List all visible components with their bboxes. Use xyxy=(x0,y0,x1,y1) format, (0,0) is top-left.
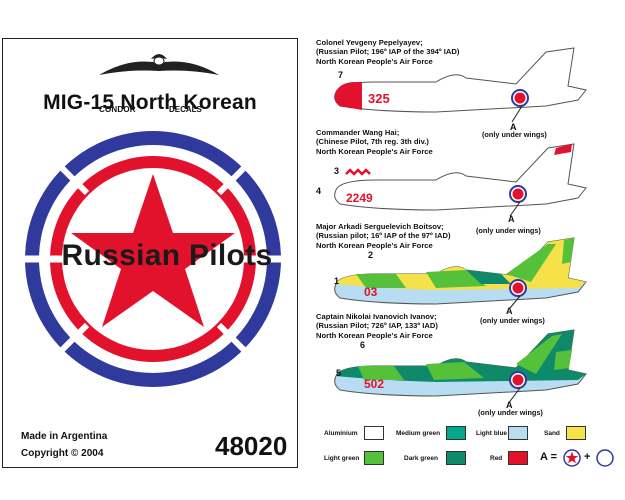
decal-cover-card: CONDOR DECALS MIG-15 North Korean Russia… xyxy=(2,38,298,468)
plane-3-pilot-name: Major Arkadi Serguelevich Boitsov; xyxy=(316,222,444,231)
plane-3-pointer-a: A xyxy=(506,306,513,316)
plane-4-pilot-name: Captain Nikolai Ivanovich Ivanov; xyxy=(316,312,437,321)
plane-2-callout-4: 4 xyxy=(316,186,322,196)
plane-4-caption: Captain Nikolai Ivanovich Ivanov; (Russi… xyxy=(316,312,625,340)
plane-1-note: (only under wings) xyxy=(482,130,547,139)
plane-2-unit: (Chinese Pilot, 7th reg. 3th div.) xyxy=(316,137,429,147)
swatch-sand xyxy=(566,426,586,440)
plane-2-pointer-a: A xyxy=(508,214,515,224)
made-in-label: Made in Argentina xyxy=(21,431,108,442)
plus-sign: + xyxy=(584,451,591,463)
plane-3-note-top: (only under wings) xyxy=(476,226,541,235)
roundel-star-icon xyxy=(21,131,285,387)
plane-3-serial: 03 xyxy=(364,285,378,299)
plane-profile-2: Commander Wang Hai; (Chinese Pilot, 7th … xyxy=(316,128,625,224)
plane-4-unit: (Russian Pilot; 726º IAP, 133º IAD) xyxy=(316,321,438,331)
plane-profile-3: Major Arkadi Serguelevich Boitsov; (Russ… xyxy=(316,222,625,316)
plane-3-note: (only under wings) xyxy=(480,316,545,325)
legend-medium-green-label: Medium green xyxy=(396,430,441,437)
legend-light-blue-label: Light blue xyxy=(476,430,508,437)
plane-1-pointer-a: A xyxy=(510,122,517,132)
marking-a-label: A = xyxy=(540,451,558,463)
plane-1-callout-7: 7 xyxy=(338,70,344,80)
swatch-light-blue xyxy=(508,426,528,440)
page-title: MIG-15 North Korean xyxy=(43,91,257,114)
plane-3-unit: (Russian pilot; 16º IAP of the 97º IAD) xyxy=(316,231,451,241)
plane-3-callout-2: 2 xyxy=(368,250,374,260)
plane-3-callout-1: 1 xyxy=(334,276,340,286)
plane-1-pilot-name: Colonel Yevgeny Pepelyayev; xyxy=(316,38,423,47)
plane-4-callout-6: 6 xyxy=(360,340,366,350)
legend-dark-green-label: Dark green xyxy=(404,455,438,462)
blue-ring-icon xyxy=(596,449,614,467)
plane-1-force: North Korean People's Air Force xyxy=(316,56,433,66)
mig15-camo-profile-2: 502 xyxy=(334,329,587,405)
legend-light-green-label: Light green xyxy=(324,455,360,462)
swatch-aluminium xyxy=(364,426,384,440)
swatch-dark-green xyxy=(446,451,466,465)
condor-logo xyxy=(99,54,219,75)
swatch-red xyxy=(508,451,528,465)
plane-2-force: North Korean People's Air Force xyxy=(316,146,433,156)
swatch-medium-green xyxy=(446,426,466,440)
copyright-label: Copyright © 2004 xyxy=(21,448,104,459)
plane-2-pilot-name: Commander Wang Hai; xyxy=(316,128,400,137)
plane-1-unit: (Russian Pilot; 196º IAP of the 394º IAD… xyxy=(316,47,460,57)
plane-4-pointer-a: A xyxy=(506,400,513,410)
plane-4-note: (only under wings) xyxy=(478,408,543,417)
logo-text-right: DECALS xyxy=(169,105,202,114)
plane-profile-4: Captain Nikolai Ivanovich Ivanov; (Russi… xyxy=(316,312,625,412)
russian-pilots-label: Russian Pilots xyxy=(61,239,273,272)
legend-red-label: Red xyxy=(490,455,503,462)
plane-4-callout-5: 5 xyxy=(336,368,342,378)
plane-4-serial: 502 xyxy=(364,377,384,391)
plane-profile-1: Colonel Yevgeny Pepelyayev; (Russian Pil… xyxy=(316,38,625,132)
plane-4-force: North Korean People's Air Force xyxy=(316,330,433,340)
plane-1-caption: Colonel Yevgeny Pepelyayev; (Russian Pil… xyxy=(316,38,625,66)
logo-text-left: CONDOR xyxy=(99,105,136,114)
star-roundel-icon xyxy=(563,449,581,467)
mig15-wang-hai-profile: 2249 xyxy=(334,143,587,217)
mig15-camo-profile-1: 03 xyxy=(334,237,587,309)
plane-3-caption: Major Arkadi Serguelevich Boitsov; (Russ… xyxy=(316,222,625,250)
legend-sand-label: Sand xyxy=(544,430,560,437)
plane-2-callout-3: 3 xyxy=(334,166,340,176)
plane-2-caption: Commander Wang Hai; (Chinese Pilot, 7th … xyxy=(316,128,625,156)
legend-aluminium-label: Aluminium xyxy=(324,430,358,437)
plane-2-serial: 2249 xyxy=(346,191,373,205)
catalog-number: 48020 xyxy=(215,431,288,461)
mig15-aluminium-profile: 325 xyxy=(334,47,587,123)
swatch-light-green xyxy=(364,451,384,465)
plane-1-serial: 325 xyxy=(368,91,390,106)
plane-3-force: North Korean People's Air Force xyxy=(316,240,433,250)
